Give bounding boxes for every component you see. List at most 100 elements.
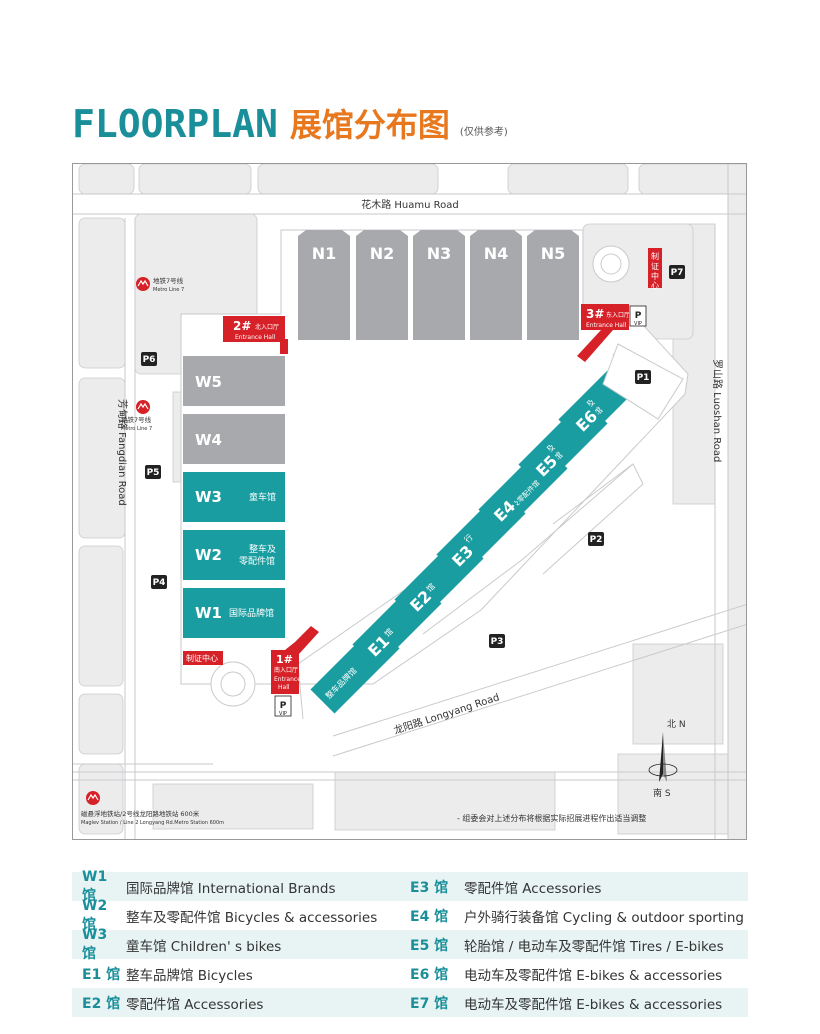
svg-text:P5: P5 xyxy=(147,468,160,478)
page-title: FLOORPLAN 展馆分布图 (仅供参考) xyxy=(72,98,508,144)
legend-code: E3 馆 xyxy=(410,879,449,896)
svg-text:磁悬浮地铁站/2号线龙阳路地铁站 600米: 磁悬浮地铁站/2号线龙阳路地铁站 600米 xyxy=(81,809,200,818)
legend-text: 国际品牌馆 International Brands xyxy=(126,880,336,897)
cert-center-south: 制证中心 xyxy=(183,651,223,665)
svg-text:P: P xyxy=(635,311,642,321)
hall-n2-label: N2 xyxy=(370,244,395,263)
svg-text:Entrance: Entrance xyxy=(274,676,301,683)
city-blocks xyxy=(78,164,746,839)
cert-center-north: 制 证 中 心 xyxy=(648,248,662,290)
hall-w5 xyxy=(183,356,285,406)
hall-n1-label: N1 xyxy=(312,244,337,263)
entrance-2: 2# 北入口厅 Entrance Hall xyxy=(223,316,288,354)
legend-text: 电动车及零配件馆 E-bikes & accessories xyxy=(464,996,723,1013)
svg-text:P6: P6 xyxy=(143,355,156,365)
hall-w2 xyxy=(183,530,285,580)
legend-code: W2 馆 xyxy=(82,897,108,933)
svg-text:VIP: VIP xyxy=(634,321,642,327)
road-lines xyxy=(73,164,746,839)
parking-markers: P1 P2 P3 P4 P5 P6 P7 xyxy=(141,265,685,648)
hall-w2-name-1: 整车及 xyxy=(249,543,276,555)
title-cn: 展馆分布图 xyxy=(289,106,450,144)
svg-text:北入口厅: 北入口厅 xyxy=(255,323,279,331)
metro-icon-2: 地铁7号线 Metro Line 7 xyxy=(121,400,152,432)
hall-w5-label: W5 xyxy=(195,373,222,391)
hall-w1 xyxy=(183,588,285,638)
entrance-3: 3# 东入口厅 Entrance Hall xyxy=(577,304,630,362)
hall-n4: N4 xyxy=(470,230,522,340)
hall-w1-label: W1 xyxy=(195,604,222,622)
svg-text:南入口厅: 南入口厅 xyxy=(274,666,298,674)
svg-text:P1: P1 xyxy=(637,373,650,383)
vip-parking-east: P VIP xyxy=(629,305,647,327)
svg-text:P: P xyxy=(280,701,287,711)
legend-row: W1 馆国际品牌馆 International Brands E3 馆零配件馆 … xyxy=(72,869,748,904)
hall-legend: W1 馆国际品牌馆 International Brands E3 馆零配件馆 … xyxy=(72,869,748,1017)
svg-text:东入口厅: 东入口厅 xyxy=(606,311,630,319)
road-label-longyang: 龙阳路 Longyang Road xyxy=(392,690,501,736)
legend-text: 童车馆 Children' s bikes xyxy=(126,938,282,955)
svg-text:VIP: VIP xyxy=(279,711,287,717)
legend-row: E2 馆零配件馆 Accessories E7 馆电动车及零配件馆 E-bike… xyxy=(72,988,748,1017)
title-note: (仅供参考) xyxy=(459,127,508,138)
svg-text:证: 证 xyxy=(651,262,659,271)
hall-w3 xyxy=(183,472,285,522)
hall-n5-label: N5 xyxy=(541,244,566,263)
metro-icon-1: 地铁7号线 Metro Line 7 xyxy=(136,276,184,293)
legend-code: E7 馆 xyxy=(410,995,449,1012)
title-en: FLOORPLAN xyxy=(72,102,278,146)
legend-row: W3 馆 童车馆 Children' s bikes E5 馆轮胎馆 / 电动车及… xyxy=(72,927,748,962)
svg-text:制: 制 xyxy=(651,251,659,261)
legend-code: E1 馆 xyxy=(82,966,121,983)
legend-code: E2 馆 xyxy=(82,995,121,1012)
road-label-luoshan: 罗山路 Luoshan Road xyxy=(711,359,724,462)
legend-code: E5 馆 xyxy=(410,937,449,954)
svg-text:南 S: 南 S xyxy=(653,787,671,799)
legend-text: 轮胎馆 / 电动车及零配件馆 Tires / E-bikes xyxy=(464,938,724,955)
legend-code: E4 馆 xyxy=(410,908,449,925)
hall-w3-label: W3 xyxy=(195,488,222,506)
legend-code: W3 馆 xyxy=(82,926,108,962)
legend-text: 整车品牌馆 Bicycles xyxy=(126,967,253,984)
svg-text:Entrance Hall: Entrance Hall xyxy=(235,334,276,341)
hall-w3-name: 童车馆 xyxy=(249,491,276,503)
hall-n4-label: N4 xyxy=(484,244,509,263)
svg-text:北 N: 北 N xyxy=(667,719,686,730)
svg-text:P7: P7 xyxy=(671,268,684,278)
svg-text:心: 心 xyxy=(651,281,659,290)
svg-text:Hall: Hall xyxy=(278,684,290,691)
svg-text:1#: 1# xyxy=(276,653,293,666)
svg-text:2#: 2# xyxy=(233,319,251,333)
map-footnote: - 组委会对上述分布将根据实际招展进程作出适当调整 xyxy=(457,813,646,823)
svg-text:3#: 3# xyxy=(586,307,604,321)
west-halls: W5 W4 W3 童车馆 W2 整车及 零配件馆 W1 国际品牌馆 xyxy=(183,356,285,638)
hall-n3: N3 xyxy=(413,230,465,340)
legend-text: 零配件馆 Accessories xyxy=(464,880,602,897)
svg-text:P4: P4 xyxy=(153,578,166,588)
east-halls: 电动车及 零配件馆 E7 电动车及 零配件馆 E6 轮胎馆 电动车及零配件馆 E… xyxy=(310,354,648,714)
svg-text:地铁7号线: 地铁7号线 xyxy=(121,415,152,424)
svg-text:Metro Line 7: Metro Line 7 xyxy=(121,426,152,432)
hall-w2-name-2: 零配件馆 xyxy=(239,555,275,567)
legend-code: E6 馆 xyxy=(410,966,449,983)
hall-n2: N2 xyxy=(356,230,408,340)
svg-text:制证中心: 制证中心 xyxy=(186,653,218,663)
vip-parking-south: P VIP xyxy=(274,695,292,717)
road-label-fangdian: 芳甸路 Fangdian Road xyxy=(116,399,129,506)
legend-text: 零配件馆 Accessories xyxy=(126,996,264,1013)
svg-text:地铁7号线: 地铁7号线 xyxy=(153,276,184,285)
hall-w4-label: W4 xyxy=(195,431,222,449)
legend-text: 户外骑行装备馆 Cycling & outdoor sporting xyxy=(464,909,744,926)
hall-n3-label: N3 xyxy=(427,244,452,263)
floorplan-map: N1 N2 N3 N4 N5 W5 W4 W3 童车馆 W2 整车及 零配件馆 … xyxy=(72,163,747,840)
hall-e1: 整车品牌馆 E1 xyxy=(310,624,400,714)
svg-text:Maglev Station / Line 2 Longya: Maglev Station / Line 2 Longyang Rd.Metr… xyxy=(81,820,224,826)
hall-w1-name: 国际品牌馆 xyxy=(229,607,274,619)
legend-row: W2 馆整车及零配件馆 Bicycles & accessories E4 馆户… xyxy=(72,898,748,933)
legend-row: E1 馆整车品牌馆 Bicycles E6 馆电动车及零配件馆 E-bikes … xyxy=(72,959,748,988)
hall-w4 xyxy=(183,414,285,464)
road-label-huamu: 花木路 Huamu Road xyxy=(361,198,459,211)
north-halls: N1 N2 N3 N4 N5 xyxy=(298,230,579,340)
svg-text:P3: P3 xyxy=(491,637,504,647)
compass-icon: 北 N 南 S xyxy=(648,719,686,799)
